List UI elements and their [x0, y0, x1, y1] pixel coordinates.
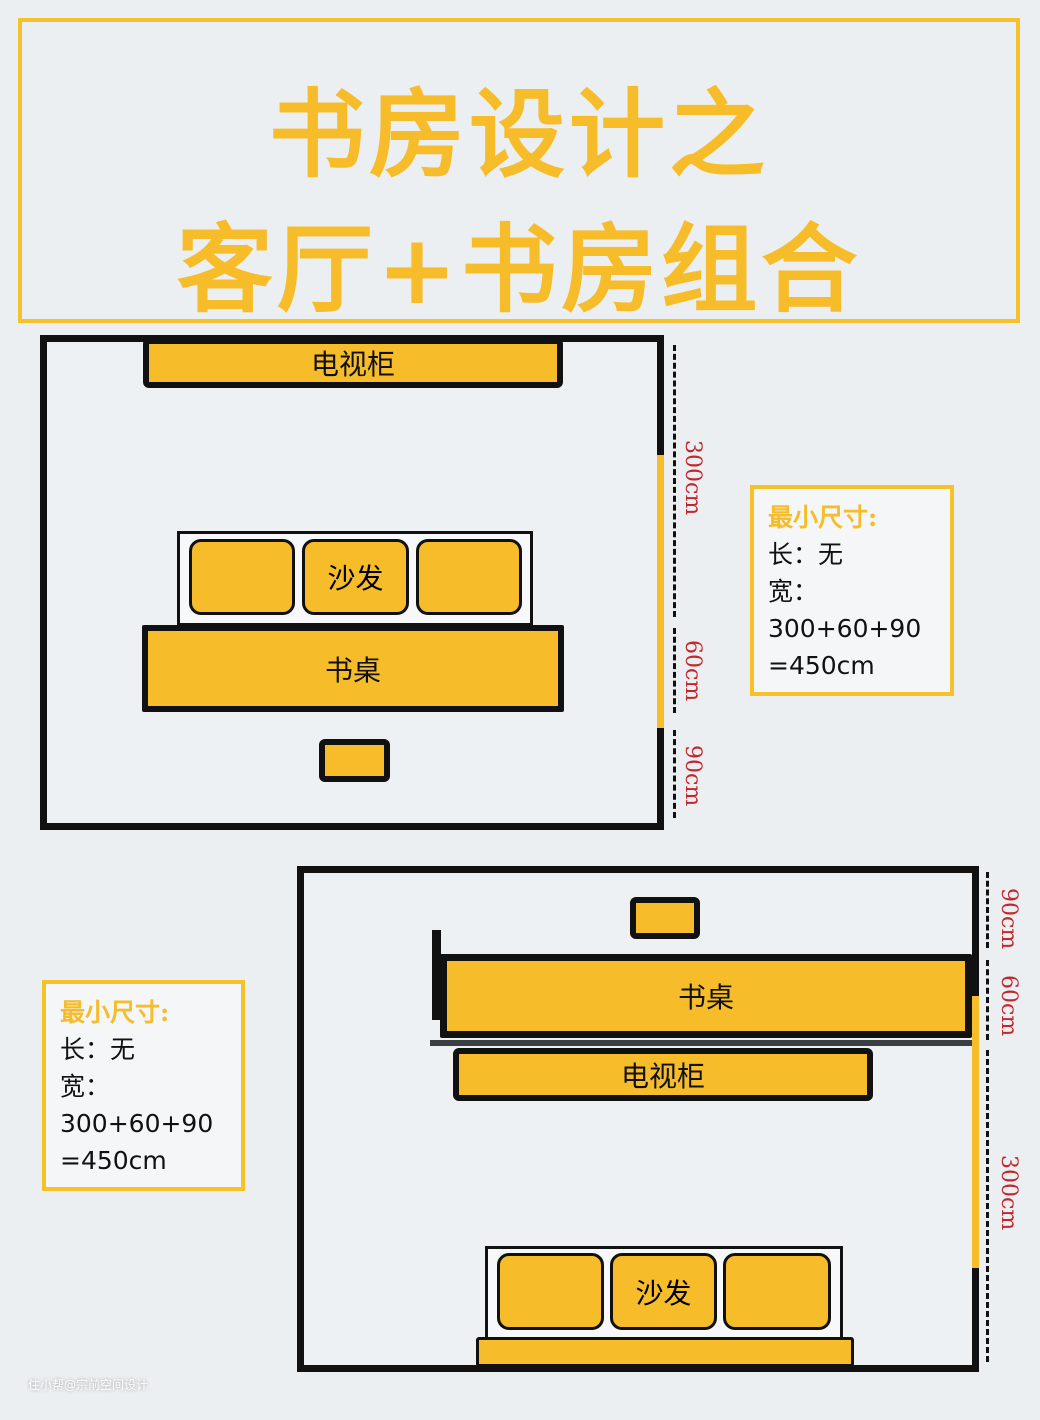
- opening-segment: [972, 996, 979, 1268]
- dimension-label: 60cm: [996, 975, 1021, 1037]
- sofa-base: [476, 1337, 854, 1367]
- watermark: 住小帮@宗前空间设计: [28, 1378, 149, 1392]
- desk: 书桌: [142, 625, 564, 712]
- chair: [319, 739, 390, 782]
- dimension-line: [673, 730, 676, 818]
- title-line-2: 客厅+书房组合: [176, 214, 862, 326]
- dimension-label: 90cm: [680, 745, 705, 807]
- wall-segment: [657, 335, 664, 455]
- sofa: 沙发: [302, 539, 409, 615]
- info-box-2: 最小尺寸: 长：无 宽： 300+60+90 =450cm: [42, 980, 245, 1191]
- info-heading: 最小尺寸:: [768, 503, 878, 532]
- dimension-line: [673, 628, 676, 713]
- dimension-line: [986, 1050, 989, 1362]
- opening-segment: [657, 455, 664, 728]
- info-length: 长：无: [768, 540, 844, 569]
- info-box-1: 最小尺寸: 长：无 宽： 300+60+90 =450cm: [750, 485, 954, 696]
- sofa-cushion: [497, 1253, 604, 1330]
- title-box: 书房设计之 客厅+书房组合: [18, 18, 1020, 326]
- wall-segment: [657, 728, 664, 830]
- wall-segment: [972, 1268, 979, 1372]
- desk: 书桌: [440, 954, 972, 1038]
- dimension-label: 300cm: [680, 440, 705, 516]
- divider-line: [430, 1040, 972, 1046]
- tv-cabinet: 电视柜: [453, 1048, 873, 1101]
- sofa-cushion: [723, 1253, 831, 1330]
- info-heading: 最小尺寸:: [60, 998, 170, 1027]
- info-formula: 300+60+90: [768, 614, 922, 643]
- dimension-label: 60cm: [680, 640, 705, 702]
- info-width: 宽：: [60, 1072, 111, 1101]
- dimension-line: [986, 960, 989, 1040]
- info-length: 长：无: [60, 1035, 136, 1064]
- dimension-line: [986, 872, 989, 948]
- dimension-label: 90cm: [996, 888, 1021, 950]
- sofa-cushion: [189, 539, 295, 615]
- sofa: 沙发: [610, 1253, 717, 1330]
- info-total: =450cm: [60, 1146, 167, 1175]
- dimension-line: [673, 345, 676, 617]
- sofa-cushion: [416, 539, 522, 615]
- info-formula: 300+60+90: [60, 1109, 214, 1138]
- info-total: =450cm: [768, 651, 875, 680]
- desk-edge: [432, 930, 441, 1020]
- tv-cabinet: 电视柜: [143, 338, 563, 388]
- dimension-label: 300cm: [996, 1155, 1021, 1231]
- info-width: 宽：: [768, 577, 819, 606]
- wall-segment: [972, 866, 979, 996]
- title-line-1: 书房设计之: [269, 79, 769, 191]
- room-plan-2: [297, 866, 979, 1372]
- chair: [630, 897, 700, 939]
